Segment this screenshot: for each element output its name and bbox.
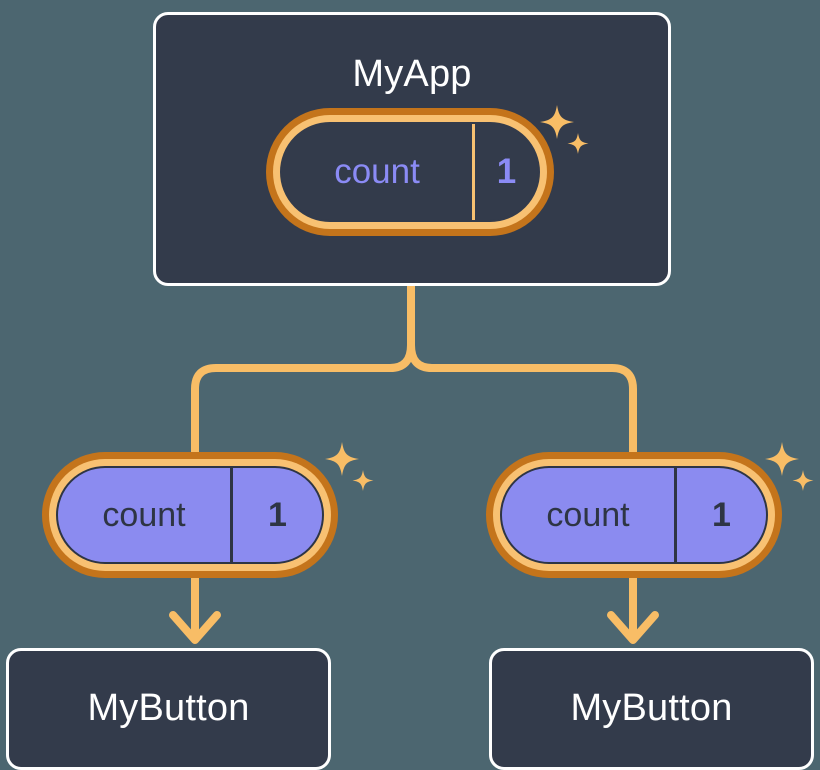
connector-branch-right xyxy=(407,341,637,456)
state-pill-mybutton-right-count[interactable]: count 1 xyxy=(486,452,782,578)
state-key-label: count xyxy=(282,124,475,220)
arrow-head-left xyxy=(169,611,221,644)
state-pill-ring-inner: count 1 xyxy=(49,459,331,571)
state-key-label: count xyxy=(502,468,677,562)
state-pill-myapp-count[interactable]: count 1 xyxy=(266,108,554,236)
arrow-head-right xyxy=(607,611,659,644)
state-value-label: 1 xyxy=(268,495,287,534)
component-title-mybutton-right: MyButton xyxy=(570,687,733,729)
state-pill-ring-inner: count 1 xyxy=(493,459,775,571)
state-pill-mybutton-left-count[interactable]: count 1 xyxy=(42,452,338,578)
state-key-label: count xyxy=(58,468,233,562)
state-pill-body: count 1 xyxy=(500,466,768,564)
state-value-label: 1 xyxy=(496,152,517,191)
component-title-myapp: MyApp xyxy=(352,53,472,95)
connector-branch-left xyxy=(191,341,415,456)
component-box-mybutton-right[interactable]: MyButton xyxy=(489,648,814,770)
state-pill-ring-inner: count 1 xyxy=(273,115,547,229)
state-value-label: 1 xyxy=(712,495,731,534)
state-pill-body: count 1 xyxy=(56,466,324,564)
component-box-mybutton-left[interactable]: MyButton xyxy=(6,648,331,770)
state-pill-body: count 1 xyxy=(280,122,540,222)
component-title-mybutton-left: MyButton xyxy=(87,687,250,729)
